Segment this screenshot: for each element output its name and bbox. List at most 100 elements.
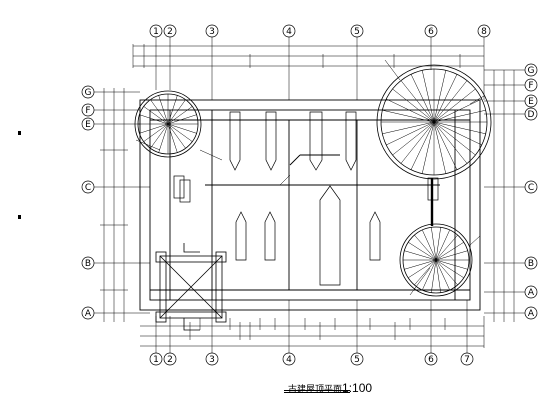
roof-rafter-line xyxy=(158,123,169,153)
round-tower-top-right xyxy=(376,64,492,180)
axis-label-bottom: 1 xyxy=(153,355,159,365)
axis-label-top: 8 xyxy=(481,27,487,37)
roof-rafter-line xyxy=(167,123,186,149)
roof-rafter-line xyxy=(382,109,435,123)
axis-label-right: D xyxy=(528,110,535,120)
roof-rafter-line xyxy=(139,114,169,125)
axis-label-right: C xyxy=(528,183,534,193)
roof-rafter-line xyxy=(386,98,435,123)
dormer-upper-2 xyxy=(265,111,277,171)
dormer-lower-3 xyxy=(319,185,341,286)
title-underline-thin xyxy=(284,392,350,393)
scale-value: 100 xyxy=(352,381,373,395)
roof-rafter-line xyxy=(435,229,450,261)
lower-dormers xyxy=(235,185,381,286)
round-tower-bottom-right xyxy=(399,223,473,297)
roof-rafter-line xyxy=(421,70,435,123)
roof-rafter-line xyxy=(167,123,197,134)
roof-rafter-line xyxy=(167,95,178,125)
axis-label-bottom: 5 xyxy=(354,355,360,365)
axis-label-right: B xyxy=(528,259,534,269)
dormer-lower-1 xyxy=(235,211,247,261)
roof-rafter-line xyxy=(408,259,437,279)
top-dimension-lines xyxy=(132,37,485,100)
roof-rafter-line xyxy=(435,234,458,261)
left-stair-openings xyxy=(173,175,439,203)
axis-label-left: B xyxy=(85,259,91,269)
roof-rafter-line xyxy=(433,121,468,164)
roof-rafter-line xyxy=(158,95,169,125)
left-dimension-lines xyxy=(94,88,150,322)
roof-rafter-line xyxy=(400,80,435,123)
roof-rafter-line xyxy=(422,259,437,291)
roof-rafter-line xyxy=(382,121,435,135)
right-dimension-lines xyxy=(484,69,525,322)
bottom-axis-bubbles xyxy=(149,352,474,366)
axis-label-top: 3 xyxy=(209,27,215,37)
roof-rafter-line xyxy=(433,74,458,123)
roof-rafter-line xyxy=(410,74,435,123)
axis-label-right: A xyxy=(528,288,535,298)
dormer-upper-3 xyxy=(309,111,323,171)
roof-rafter-line xyxy=(435,227,441,261)
roof-rafter-line xyxy=(431,227,437,261)
axis-label-bottom: 4 xyxy=(286,355,292,365)
roof-rafter-line xyxy=(435,259,468,270)
axis-label-top: 1 xyxy=(153,27,159,37)
axis-label-left: G xyxy=(85,88,92,98)
section-markers xyxy=(18,131,21,219)
roof-rafter-line xyxy=(392,121,435,156)
roof-rafter-line xyxy=(433,88,476,123)
main-roof-outline xyxy=(139,99,481,311)
roof-rafter-line xyxy=(433,98,482,123)
square-pavilion xyxy=(155,243,227,331)
round-tower-top-left xyxy=(134,90,202,158)
dormer-upper-1 xyxy=(229,111,241,171)
roof-rafter-line xyxy=(143,106,169,125)
roof-rafter-line xyxy=(143,123,169,142)
roof-rafter-line xyxy=(392,88,435,123)
roof-rafter-line xyxy=(404,250,437,261)
roof-rafter-line xyxy=(433,109,486,123)
roof-rafter-line xyxy=(414,259,437,286)
roof-rafter-line xyxy=(167,123,178,153)
roof-rafter-line xyxy=(400,121,435,164)
roof-rafter-line xyxy=(435,250,468,261)
dormer-lower-4 xyxy=(369,211,381,261)
axis-label-bottom: 3 xyxy=(209,355,215,365)
axis-label-right: G xyxy=(528,66,535,76)
axis-label-bottom: 6 xyxy=(428,355,434,365)
roof-rafter-line xyxy=(433,121,458,170)
roof-rafter-line xyxy=(433,121,486,135)
roof-rafter-line xyxy=(408,241,437,261)
leader-lines xyxy=(135,59,485,296)
bottom-dimension-lines xyxy=(140,300,485,353)
axis-label-right: E xyxy=(528,97,534,107)
axis-label-right: F xyxy=(528,81,533,91)
axis-label-bottom: 7 xyxy=(464,355,470,365)
axis-label-top: 2 xyxy=(167,27,173,37)
roof-rafter-line xyxy=(431,259,437,293)
dormer-upper-4 xyxy=(345,111,357,171)
upper-dormers xyxy=(229,111,357,171)
roof-rafter-line xyxy=(150,99,169,125)
axis-label-top: 5 xyxy=(354,27,360,37)
axis-label-right: A xyxy=(528,309,535,319)
roof-rafter-line xyxy=(167,106,193,125)
scale-prefix: 1: xyxy=(342,381,353,395)
title-underline xyxy=(284,390,350,391)
drawing-title-block: 古建屋顶平面1:100 xyxy=(284,377,398,395)
top-axis-bubbles xyxy=(149,24,491,38)
roof-rafter-line xyxy=(167,99,186,125)
axis-label-top: 4 xyxy=(286,27,292,37)
roof-rafter-line xyxy=(139,123,169,134)
roof-rafter-line xyxy=(433,80,468,123)
axis-label-left: A xyxy=(85,309,92,319)
axis-label-top: 6 xyxy=(428,27,434,37)
roof-rafter-line xyxy=(435,259,450,291)
roof-rafter-line xyxy=(167,114,197,125)
roof-rafter-line xyxy=(410,121,435,170)
roof-rafter-line xyxy=(433,121,447,174)
roof-rafter-line xyxy=(414,234,437,261)
